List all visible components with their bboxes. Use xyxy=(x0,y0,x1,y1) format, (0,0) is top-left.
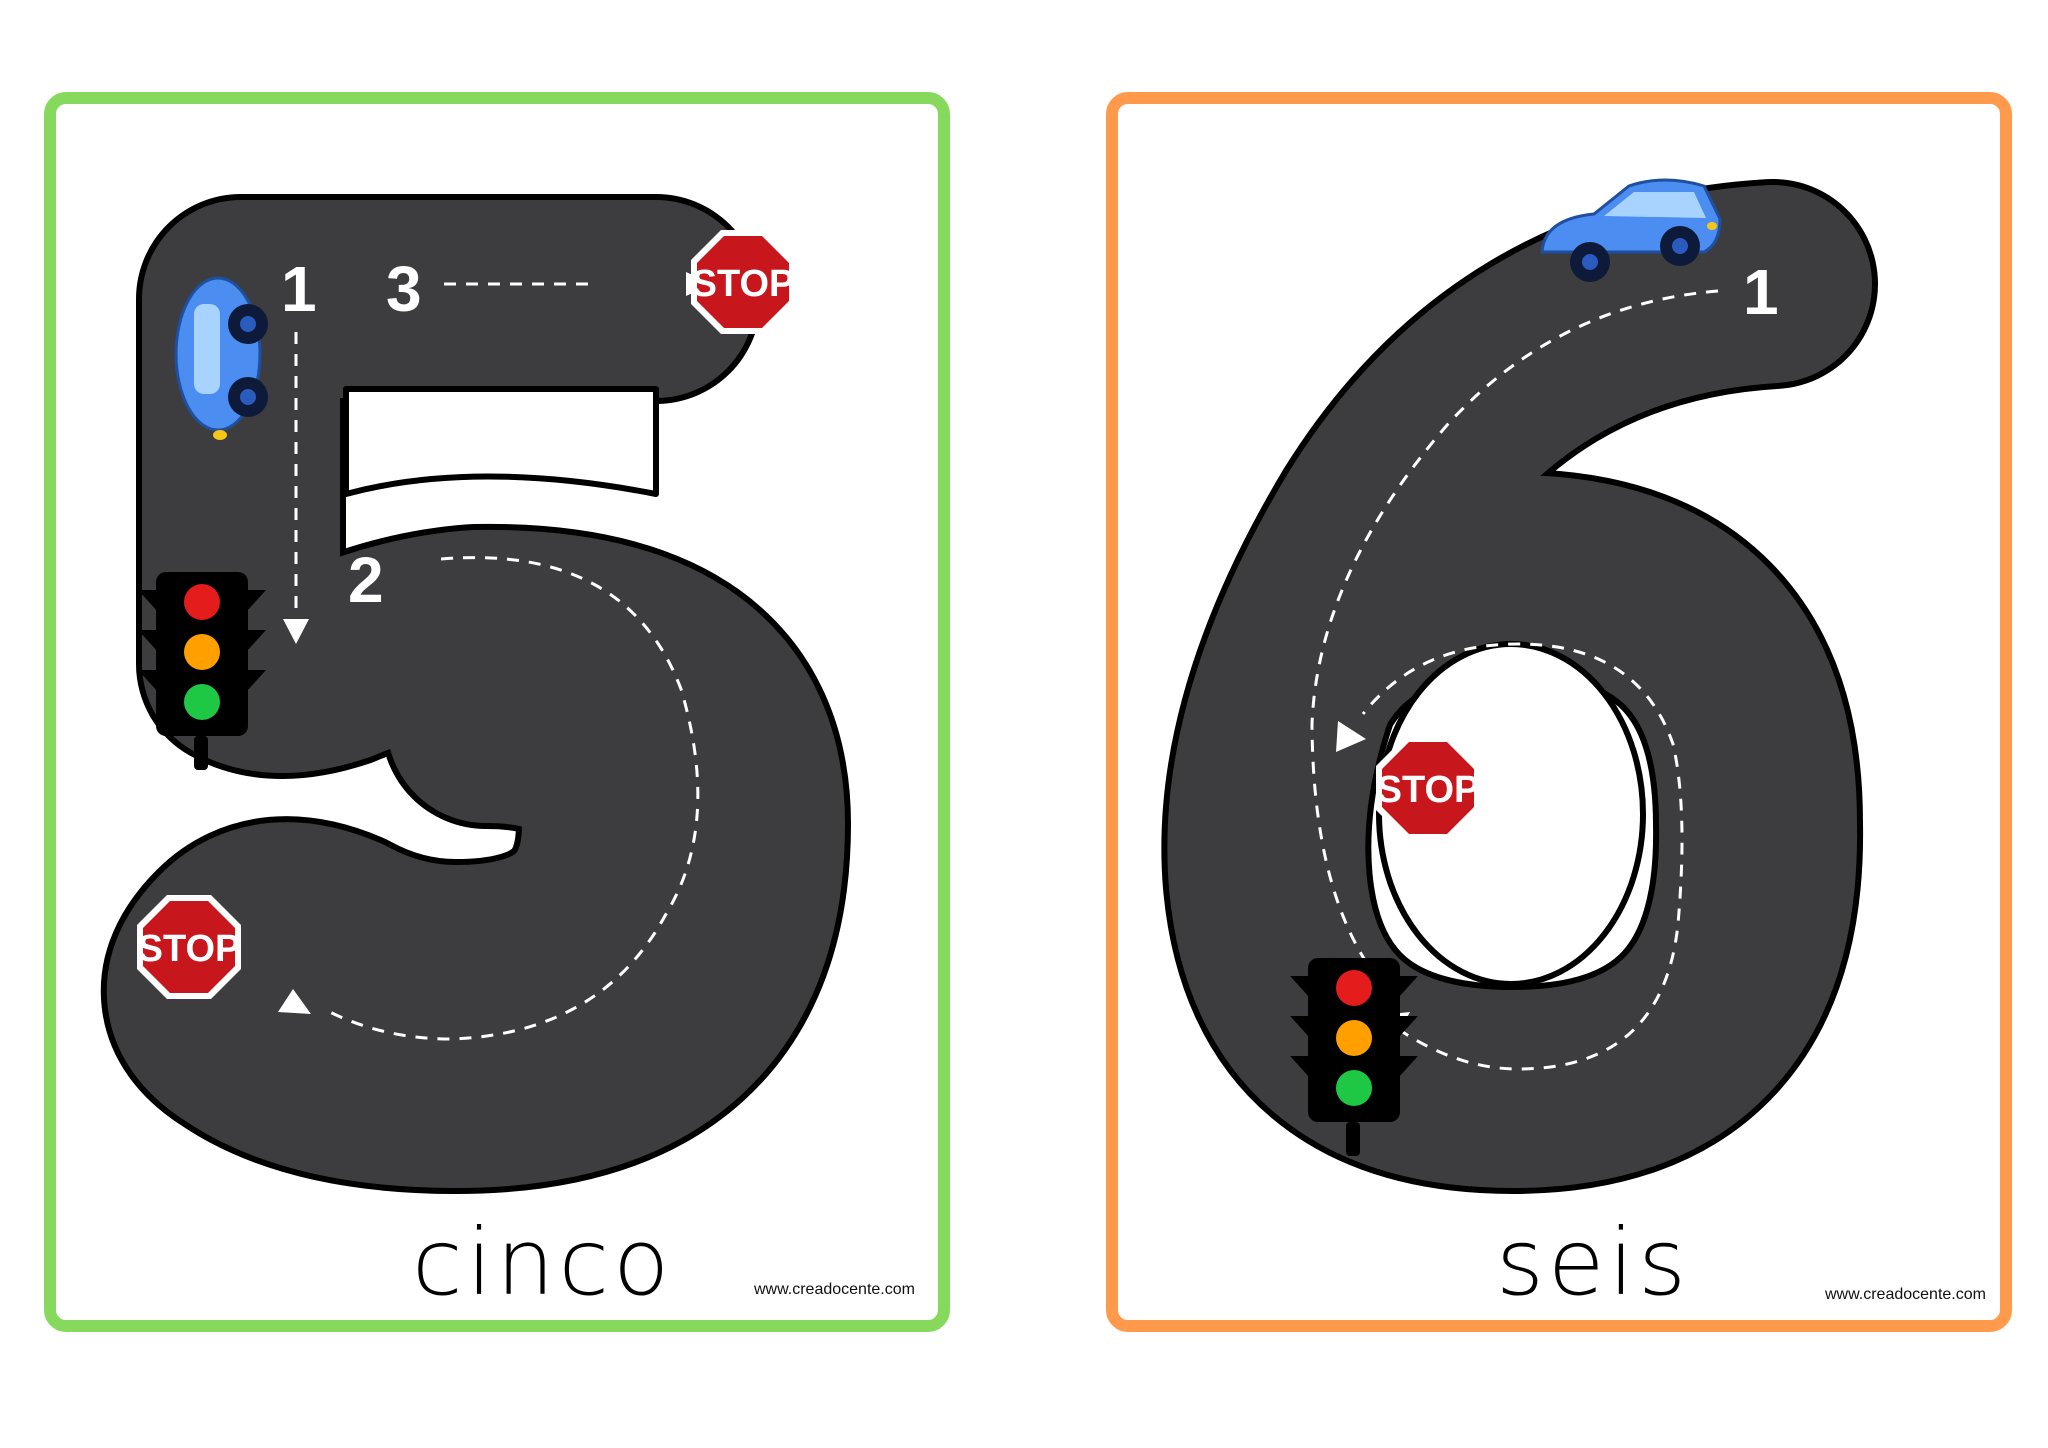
guide-paths xyxy=(294,282,700,1041)
number-card-six: 1 STOP seis www.creadocente.com xyxy=(1106,92,2012,1332)
website-url: www.creadocente.com xyxy=(1825,1286,1986,1303)
car-icon xyxy=(174,276,268,440)
stop-label: STOP xyxy=(692,263,795,305)
stop-sign-icon: STOP xyxy=(1376,736,1480,840)
guide-paths xyxy=(1310,289,1719,1071)
website-url: www.creadocente.com xyxy=(754,1281,915,1298)
stop-label: STOP xyxy=(1377,769,1480,811)
step-number-3: 3 xyxy=(386,253,422,325)
digit-five-road: 1 2 3 STOP STOP xyxy=(101,194,851,1194)
number-card-five: 1 2 3 STOP STOP xyxy=(44,92,950,1332)
number-word: cinco xyxy=(412,1209,674,1316)
stop-sign-icon: STOP xyxy=(691,230,795,334)
stop-sign-icon: STOP xyxy=(137,895,241,999)
car-icon xyxy=(1540,178,1722,282)
step-number-1: 1 xyxy=(1743,256,1779,328)
traffic-light-icon xyxy=(138,572,266,770)
step-number-1: 1 xyxy=(281,253,317,325)
step-number-2: 2 xyxy=(348,544,384,616)
road-five xyxy=(101,194,851,1194)
stop-label: STOP xyxy=(138,928,241,970)
traffic-light-icon xyxy=(1290,958,1418,1156)
digit-six-road: 1 STOP xyxy=(1161,178,1878,1194)
number-word: seis xyxy=(1496,1209,1691,1316)
